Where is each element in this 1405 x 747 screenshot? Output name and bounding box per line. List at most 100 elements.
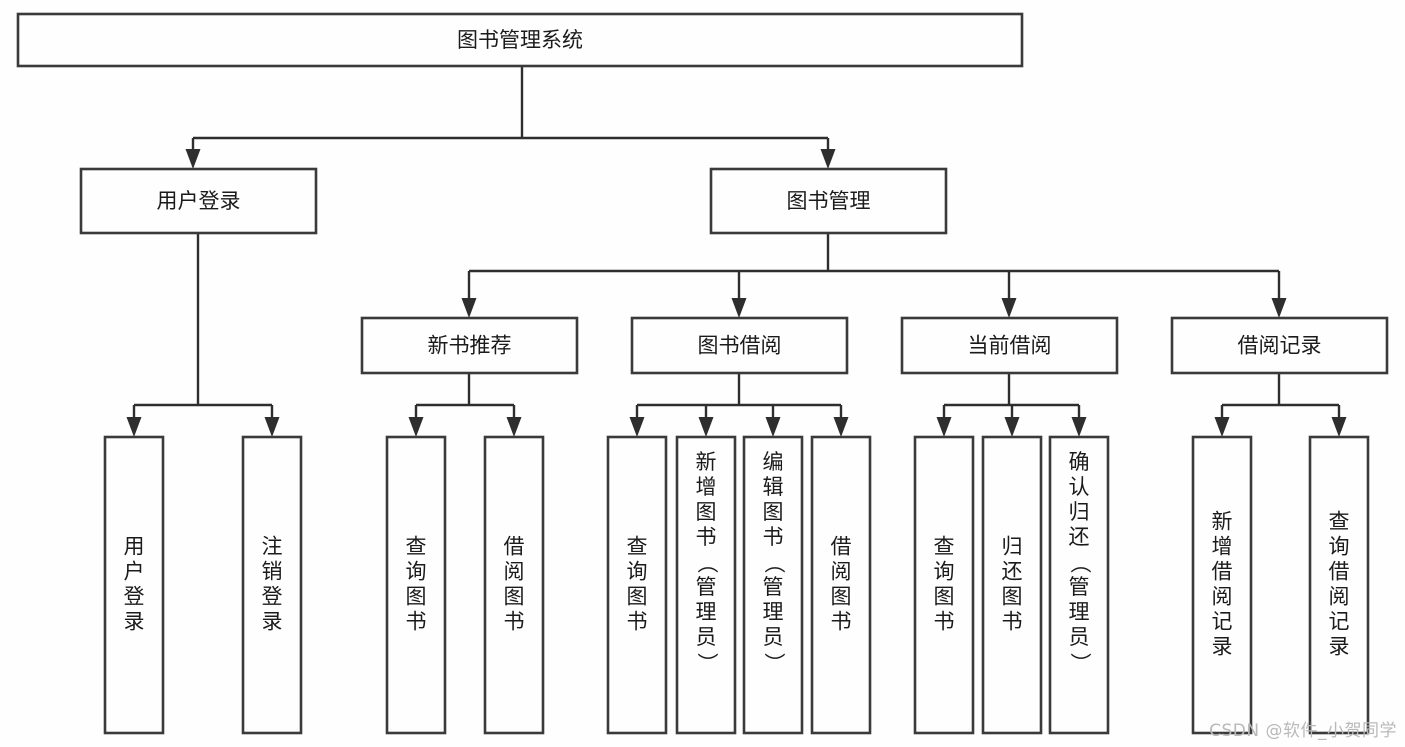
connector-arrowhead [461, 298, 477, 318]
node-label-char: 管 [763, 575, 784, 599]
node-box[interactable] [981, 435, 1043, 735]
node-label-char: 图 [504, 585, 525, 609]
node-leaf-add-record[interactable]: 新增借阅记录新增借阅记录 [1191, 435, 1253, 735]
node-leaf-query-book-1[interactable]: 查询图书查询图书 [385, 435, 447, 735]
node-box[interactable] [483, 435, 545, 735]
node-label-char: 阅 [831, 560, 852, 584]
node-book-manage[interactable]: 图书管理 [709, 167, 948, 235]
node-label-char: （ [1068, 553, 1092, 574]
connector-arrowhead [1071, 417, 1087, 437]
node-label-char: 管 [1069, 575, 1090, 599]
node-label-char: 书 [763, 525, 784, 549]
node-label-char: 查 [627, 535, 648, 559]
node-label-char: 借 [1329, 560, 1350, 584]
connector-arrowhead [506, 417, 522, 437]
node-leaf-query-book-3[interactable]: 查询图书查询图书 [913, 435, 975, 735]
connector-book-manage [461, 233, 1287, 318]
connector-arrowhead [126, 417, 142, 437]
node-box[interactable] [1170, 316, 1389, 375]
node-leaf-query-record[interactable]: 查询借阅记录查询借阅记录 [1308, 435, 1370, 735]
node-label-char: 记 [1212, 610, 1233, 634]
node-label-char: 销 [262, 560, 283, 584]
connector-layer [126, 66, 1347, 437]
connector-user-login [126, 233, 280, 437]
node-box[interactable] [16, 12, 1024, 68]
node-leaf-borrow-book-1[interactable]: 借阅图书借阅图书 [483, 435, 545, 735]
node-label: 图书借阅 [698, 334, 782, 358]
node-label-char: 登 [124, 585, 145, 609]
node-label-char: 编 [763, 450, 784, 474]
node-label-char: 录 [1329, 635, 1350, 659]
node-box[interactable] [900, 316, 1119, 375]
node-label-char: 归 [1069, 500, 1090, 524]
node-label: 借阅记录 [1238, 334, 1322, 358]
node-box[interactable] [79, 167, 318, 235]
node-label-char: 阅 [1329, 585, 1350, 609]
node-layer: 图书管理系统用户登录图书管理新书推荐图书借阅当前借阅借阅记录用户登录用户登录注销… [16, 12, 1389, 735]
node-label-char: 书 [934, 610, 955, 634]
node-label-char: 新 [696, 450, 717, 474]
node-label-char: ） [1068, 653, 1092, 674]
node-label: 图书管理 [787, 189, 871, 213]
node-label-char: 员 [763, 625, 784, 649]
node-box[interactable] [241, 435, 303, 735]
node-label-char: 图 [831, 585, 852, 609]
connector-arrowhead [731, 298, 747, 318]
node-user-login[interactable]: 用户登录 [79, 167, 318, 235]
node-box[interactable] [1308, 435, 1370, 735]
node-leaf-query-book-2[interactable]: 查询图书查询图书 [606, 435, 668, 735]
node-box[interactable] [360, 316, 579, 375]
node-label-char: 新 [1212, 510, 1233, 534]
node-label-char: 询 [1329, 535, 1350, 559]
node-box[interactable] [1048, 435, 1110, 735]
node-box[interactable] [630, 316, 849, 375]
node-label-char: （ [695, 553, 719, 574]
connector-arrowhead [408, 417, 424, 437]
node-box[interactable] [1191, 435, 1253, 735]
connector-root [185, 66, 836, 169]
node-label-char: 增 [1212, 535, 1233, 559]
node-label: 新书推荐 [428, 334, 512, 358]
node-box[interactable] [385, 435, 447, 735]
node-label-char: 录 [124, 610, 145, 634]
node-label-char: 认 [1069, 475, 1090, 499]
node-box[interactable] [709, 167, 948, 235]
connector-arrowhead [1004, 417, 1020, 437]
node-box[interactable] [810, 435, 872, 735]
node-new-book-rec[interactable]: 新书推荐 [360, 316, 579, 375]
node-box[interactable] [606, 435, 668, 735]
node-leaf-borrow-book-2[interactable]: 借阅图书借阅图书 [810, 435, 872, 735]
node-box[interactable] [675, 435, 737, 735]
node-current-borrow[interactable]: 当前借阅 [900, 316, 1119, 375]
node-label-char: 询 [406, 560, 427, 584]
node-label-char: 户 [124, 560, 145, 584]
node-borrow-record[interactable]: 借阅记录 [1170, 316, 1389, 375]
node-label: 当前借阅 [968, 334, 1052, 358]
node-book-borrow[interactable]: 图书借阅 [630, 316, 849, 375]
connector-arrowhead [765, 417, 781, 437]
node-leaf-logout[interactable]: 注销登录注销登录 [241, 435, 303, 735]
node-label-char: 书 [406, 610, 427, 634]
node-label-char: 图 [934, 585, 955, 609]
node-label-char: 理 [1069, 600, 1090, 624]
node-label-char: 记 [1329, 610, 1350, 634]
connector-arrowhead [820, 149, 836, 169]
node-label-char: 登 [262, 585, 283, 609]
node-leaf-return-book[interactable]: 归还图书归还图书 [981, 435, 1043, 735]
node-box[interactable] [103, 435, 165, 735]
node-label-char: 书 [1002, 610, 1023, 634]
node-label-char: 图 [763, 500, 784, 524]
node-leaf-user-login[interactable]: 用户登录用户登录 [103, 435, 165, 735]
node-box[interactable] [913, 435, 975, 735]
node-label-char: 理 [763, 600, 784, 624]
node-label-char: 确 [1069, 450, 1090, 474]
node-root[interactable]: 图书管理系统 [16, 12, 1024, 68]
node-label-char: 注 [262, 535, 283, 559]
node-label-char: 借 [504, 535, 525, 559]
node-box[interactable] [742, 435, 804, 735]
connector-new-book-rec [408, 373, 522, 437]
